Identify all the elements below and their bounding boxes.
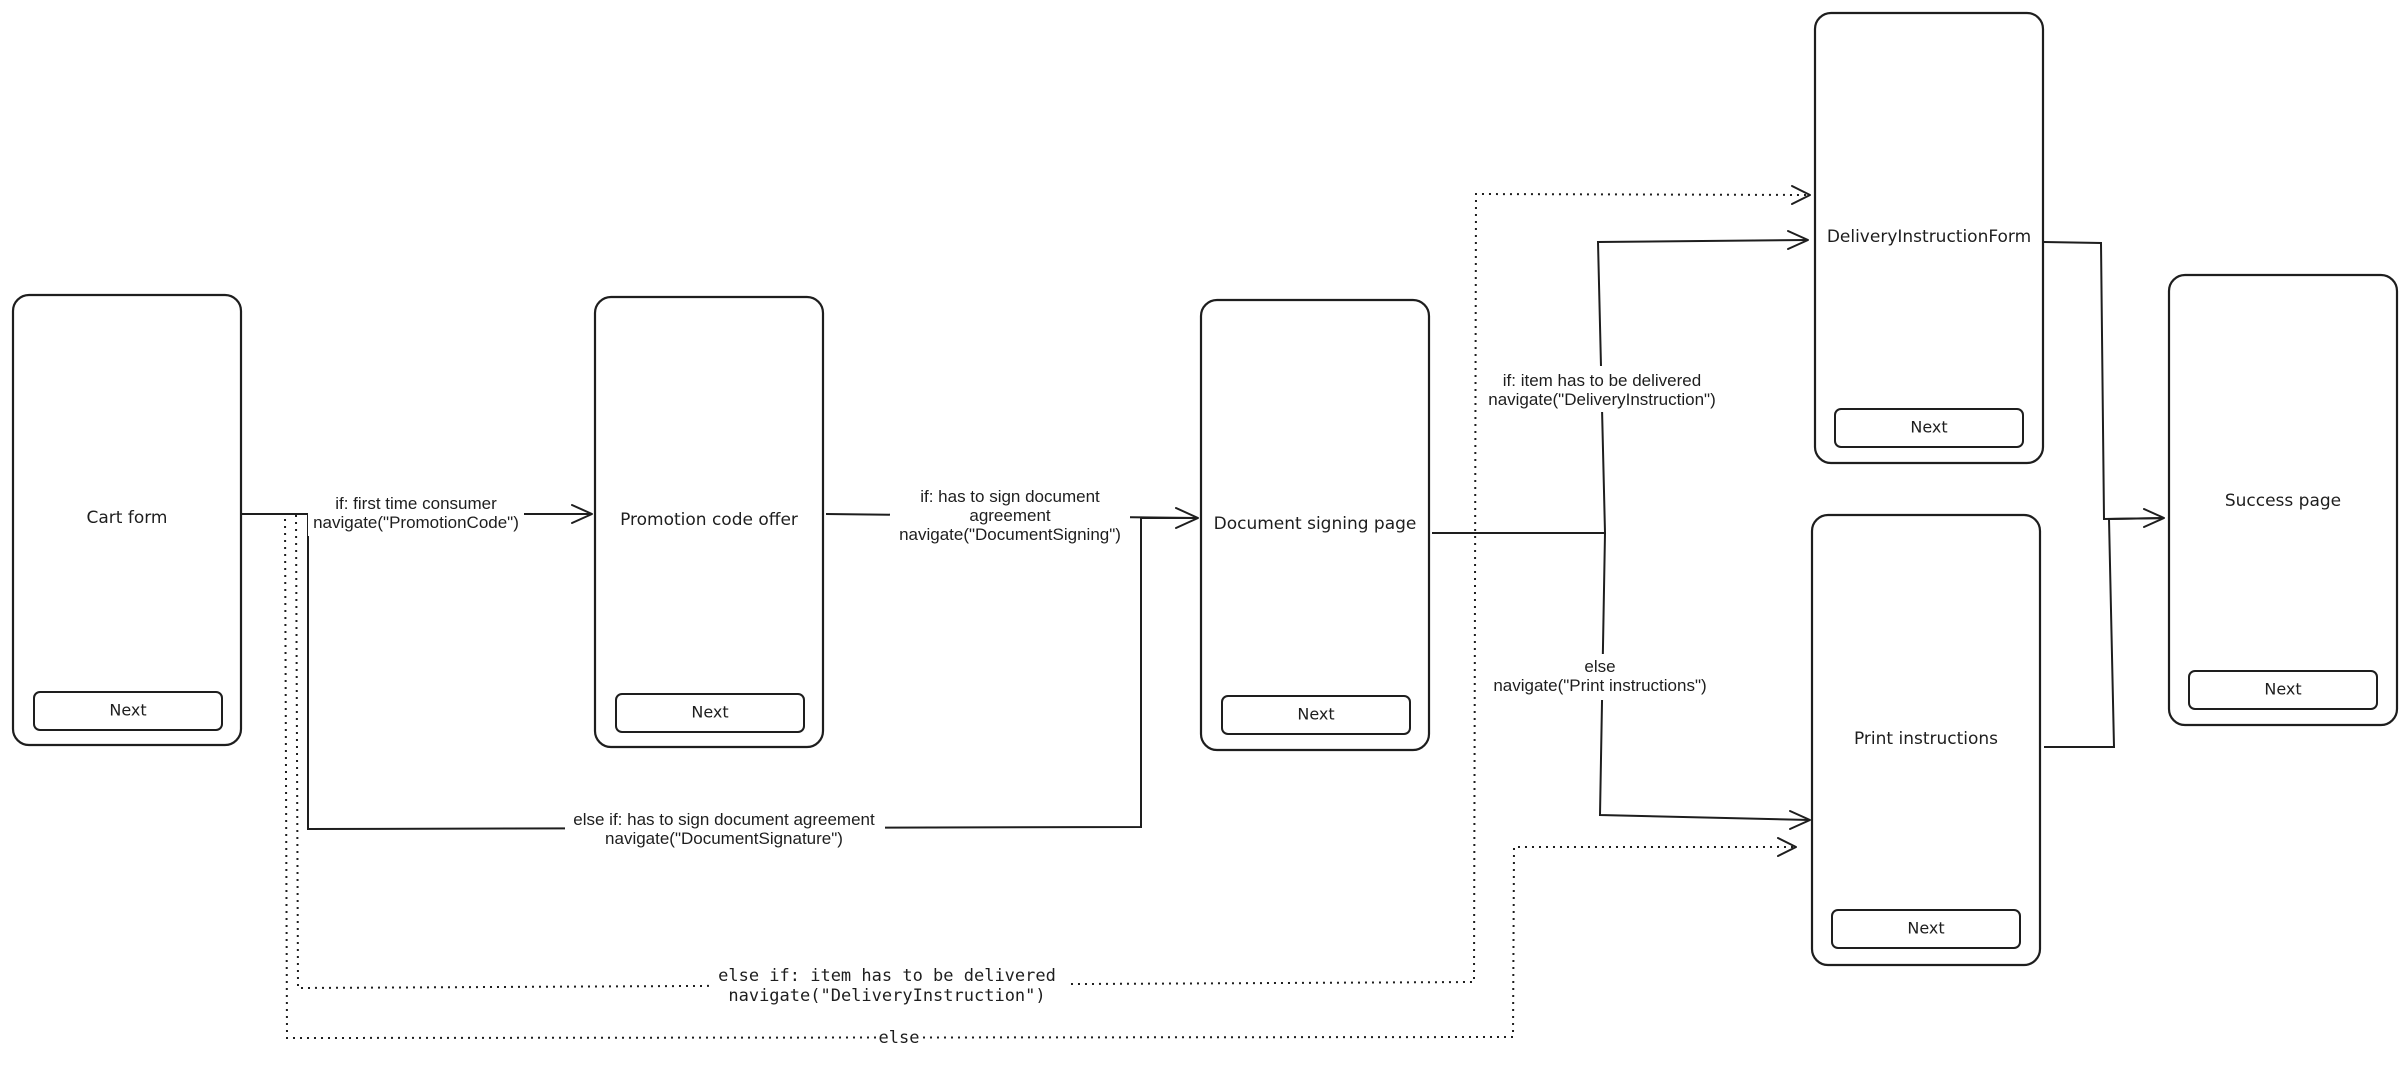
screen-title: Print instructions	[1854, 729, 1998, 749]
label-line: else	[879, 1028, 920, 1048]
edge-print-to-success	[2044, 517, 2165, 748]
label-cart-to-print: else	[876, 1026, 922, 1048]
label-line: else if: item has to be delivered	[718, 966, 1056, 986]
label-docsign-to-print: else navigate("Print instructions")	[1482, 654, 1724, 700]
edge-delivery-to-success	[2043, 241, 2165, 528]
screen-success-page: Success page Next	[2167, 273, 2399, 727]
label-cart-to-delivery: else if: item has to be delivered naviga…	[710, 962, 1066, 1008]
next-button[interactable]: Next	[2188, 670, 2378, 710]
label-line: navigate("Print instructions")	[1493, 676, 1706, 695]
screen-print-instructions: Print instructions Next	[1810, 513, 2042, 967]
label-cart-to-promo: if: first time consumer navigate("Promot…	[308, 490, 524, 536]
screen-promotion-code-offer: Promotion code offer Next	[593, 295, 825, 749]
edge-cart-to-delivery	[241, 185, 1811, 990]
label-line: agreement	[969, 506, 1051, 525]
edge-docsign-to-print	[1598, 532, 1811, 830]
screen-title: DeliveryInstructionForm	[1827, 227, 2031, 247]
label-line: if: item has to be delivered	[1503, 371, 1701, 390]
next-button-label: Next	[1910, 418, 1947, 437]
next-button[interactable]: Next	[1831, 909, 2021, 949]
screen-delivery-instruction-form: DeliveryInstructionForm Next	[1813, 11, 2045, 465]
label-cart-to-docsign: else if: has to sign document agreement …	[565, 806, 885, 850]
label-line: navigate("DeliveryInstruction")	[1488, 390, 1716, 409]
label-line: navigate("DocumentSigning")	[899, 525, 1121, 544]
label-line: if: first time consumer	[335, 494, 497, 513]
label-line: navigate("DocumentSignature")	[605, 829, 843, 848]
label-line: if: has to sign document	[920, 487, 1100, 506]
next-button-label: Next	[691, 703, 728, 722]
label-promo-to-docsign: if: has to sign document agreement navig…	[890, 485, 1130, 545]
screen-title: Cart form	[87, 508, 168, 528]
edge-cart-to-print	[241, 513, 1797, 1040]
next-button-label: Next	[2264, 680, 2301, 699]
label-line: navigate("PromotionCode")	[313, 513, 519, 532]
next-button-label: Next	[1907, 919, 1944, 938]
label-line: navigate("DeliveryInstruction")	[728, 986, 1045, 1006]
screen-cart-form: Cart form Next	[11, 293, 243, 747]
screen-title: Document signing page	[1214, 514, 1417, 534]
screen-document-signing-page: Document signing page Next	[1199, 298, 1431, 752]
next-button[interactable]: Next	[615, 693, 805, 733]
label-line: else if: has to sign document agreement	[573, 810, 875, 829]
next-button[interactable]: Next	[33, 691, 223, 731]
label-line: else	[1584, 657, 1615, 676]
next-button-label: Next	[109, 701, 146, 720]
label-docsign-to-delivery: if: item has to be delivered navigate("D…	[1480, 366, 1726, 412]
next-button-label: Next	[1297, 705, 1334, 724]
screen-title: Promotion code offer	[620, 510, 798, 530]
next-button[interactable]: Next	[1221, 695, 1411, 735]
next-button[interactable]: Next	[1834, 408, 2024, 448]
screen-title: Success page	[2225, 491, 2341, 511]
